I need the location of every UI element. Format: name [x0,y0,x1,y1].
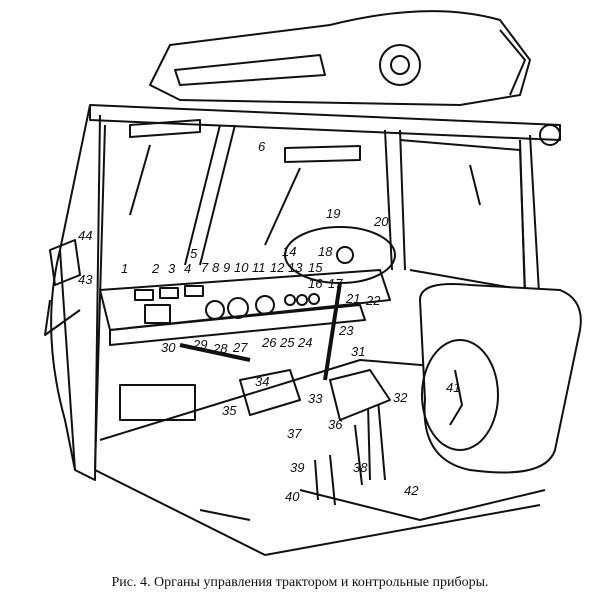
callout-label-41: 41 [446,380,461,395]
callout-label-19: 19 [326,206,341,221]
callout-label-9: 9 [223,260,231,275]
callout-label-20: 20 [374,214,389,229]
callout-label-32: 32 [393,390,408,405]
callout-label-28: 28 [213,341,228,356]
callout-label-5: 5 [190,246,198,261]
roof-unit [149,10,531,106]
callout-label-2: 2 [152,261,160,276]
tractor-cab-drawing [44,10,582,556]
callout-label-29: 29 [193,337,208,352]
callout-label-26: 26 [262,335,277,350]
mirror [44,239,81,336]
callout-label-6: 6 [258,139,266,154]
callout-label-10: 10 [234,260,249,275]
callout-label-43: 43 [78,272,93,287]
callout-label-24: 24 [298,335,313,350]
callout-label-38: 38 [353,460,368,475]
callout-label-37: 37 [287,426,302,441]
callout-label-18: 18 [318,244,333,259]
callout-label-42: 42 [404,483,419,498]
seat [419,283,582,474]
callout-label-4: 4 [184,261,192,276]
callout-label-22: 22 [366,293,381,308]
callout-label-36: 36 [328,417,343,432]
callout-label-27: 27 [233,340,248,355]
callout-label-13: 13 [288,260,303,275]
dashboard [99,269,391,346]
callout-label-44: 44 [78,228,93,243]
callout-label-33: 33 [308,391,323,406]
callout-label-1: 1 [121,261,129,276]
callout-label-12: 12 [270,260,285,275]
sun-visors [129,119,481,246]
steering-wheel [284,226,396,381]
callout-label-40: 40 [285,489,300,504]
callout-label-35: 35 [222,403,237,418]
callout-label-39: 39 [290,460,305,475]
callout-label-23: 23 [339,323,354,338]
callout-label-14: 14 [282,244,297,259]
figure-caption: Рис. 4. Органы управления трактором и ко… [111,575,489,590]
callout-label-3: 3 [168,261,176,276]
pedals-and-levers [119,343,546,521]
callout-label-8: 8 [212,260,220,275]
callout-label-31: 31 [351,344,366,359]
callout-label-34: 34 [255,374,270,389]
callout-label-30: 30 [161,340,176,355]
callout-label-7: 7 [201,260,209,275]
callout-label-15: 15 [308,260,323,275]
cab-frame [50,104,561,556]
callout-label-11: 11 [252,260,266,275]
callout-label-25: 25 [280,335,295,350]
callout-label-17: 17 [328,276,343,291]
callout-label-21: 21 [346,291,361,306]
callout-label-16: 16 [308,276,323,291]
